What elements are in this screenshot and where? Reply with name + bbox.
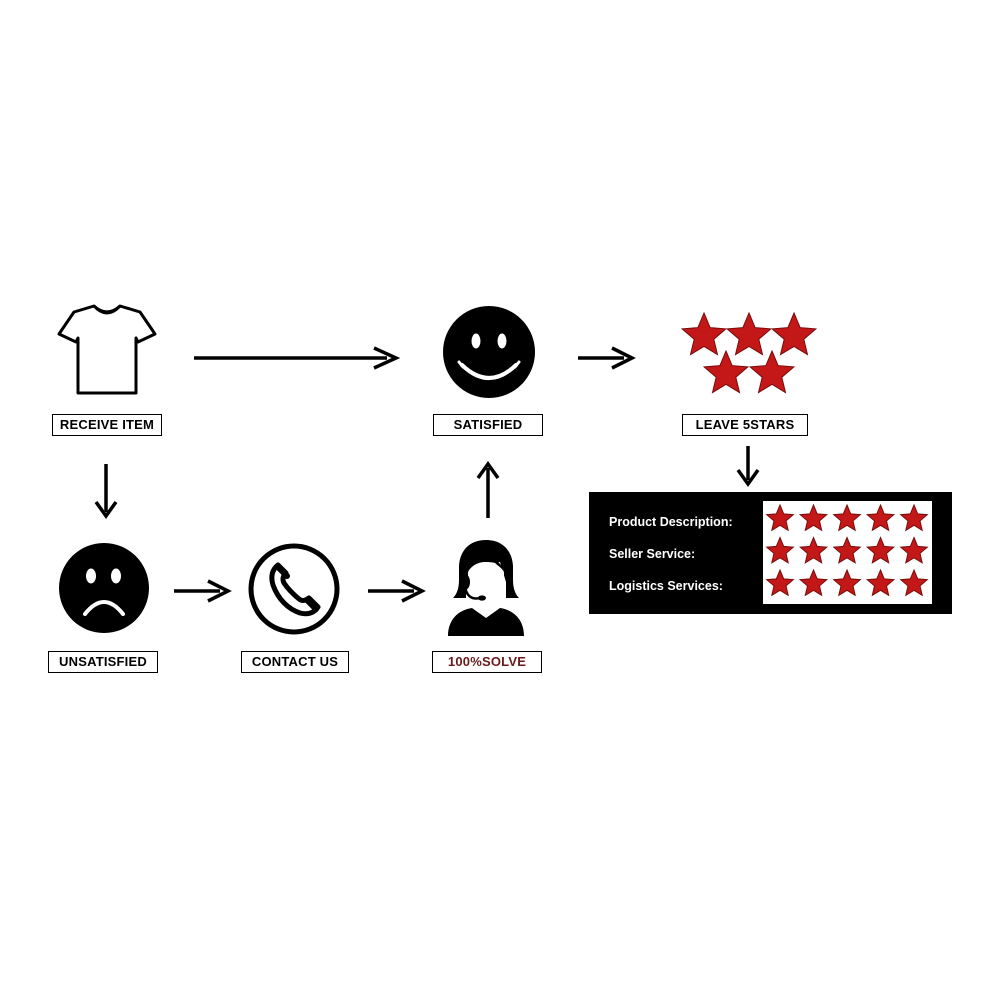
arrow-up-satisfied [476, 460, 500, 518]
happy-face-icon [443, 306, 535, 398]
sad-face-icon [59, 543, 149, 633]
star-icon [765, 503, 795, 532]
star-icon [798, 503, 829, 532]
phone-icon [248, 543, 340, 635]
star-icon [899, 503, 929, 532]
arrow-right-long [194, 346, 401, 370]
star-icon [702, 349, 750, 394]
star-icon [832, 536, 862, 564]
leave-5stars-label: LEAVE 5STARS [682, 414, 808, 436]
product-description-label: Product Description: [609, 515, 733, 529]
support-agent-icon [448, 540, 524, 636]
star-icon [899, 568, 929, 597]
star-icon [832, 503, 862, 532]
receive-item-label: RECEIVE ITEM [52, 414, 162, 436]
unsatisfied-label: UNSATISFIED [48, 651, 158, 673]
rating-panel: Product Description: Seller Service: Log… [589, 492, 952, 614]
satisfied-label: SATISFIED [433, 414, 543, 436]
star-icon [865, 503, 896, 532]
rating-stars-box [763, 501, 932, 604]
star-icon [798, 536, 829, 564]
star-icon [765, 536, 795, 564]
star-icon [680, 311, 728, 356]
arrow-right-short [578, 346, 636, 370]
star-icon [765, 568, 795, 597]
contact-us-label: CONTACT US [241, 651, 349, 673]
star-icon [798, 568, 829, 597]
five-stars-cluster [680, 311, 818, 394]
star-icon [865, 536, 896, 564]
star-icon [865, 568, 896, 597]
arrow-right-solve [368, 579, 426, 603]
100-solve-label: 100%SOLVE [432, 651, 542, 673]
star-icon [725, 311, 773, 356]
star-icon [770, 311, 818, 356]
arrow-down-rating [736, 446, 760, 488]
arrow-down-unsatisfied [94, 464, 118, 520]
rating-stars-grid [765, 503, 929, 597]
tshirt-icon [57, 304, 157, 395]
seller-service-label: Seller Service: [609, 547, 696, 561]
star-icon [748, 349, 796, 394]
star-icon [832, 568, 862, 597]
logistics-services-label: Logistics Services: [609, 579, 723, 593]
star-icon [899, 536, 929, 564]
arrow-right-contact [174, 579, 232, 603]
